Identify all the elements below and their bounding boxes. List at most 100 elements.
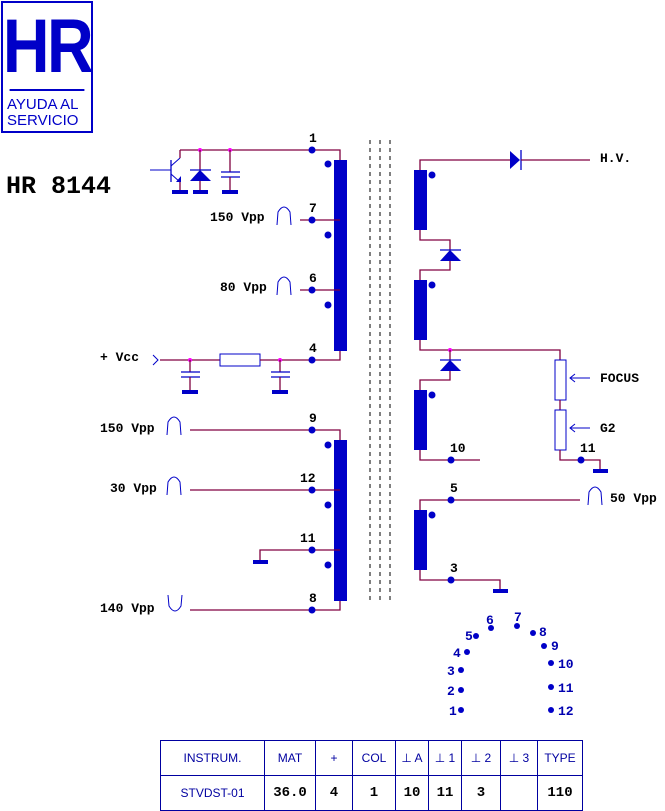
ground-icon — [593, 469, 608, 473]
logo-subtitle: AYUDA AL SERVICIO — [7, 97, 78, 129]
header-gnd-3: ⊥ 3 — [500, 740, 538, 776]
logo-mark: HR — [3, 3, 94, 91]
pin-4-label: 4 — [309, 341, 317, 356]
pinout-label-7: 7 — [514, 610, 522, 625]
value-gnd-3 — [500, 775, 538, 811]
pinout-label-2: 2 — [447, 684, 455, 699]
pin-12-dot — [308, 486, 316, 494]
phase-dot — [428, 281, 436, 289]
pinout-dot — [548, 660, 554, 666]
capacitor-icon — [181, 360, 200, 394]
pin-4-dot — [308, 356, 316, 364]
aux-winding: 5 50 Vpp 3 — [414, 481, 657, 593]
pin-6-net: 6 80 Vpp — [220, 271, 340, 296]
value-instrum: STVDST-01 — [160, 775, 265, 811]
pin-11-label: 11 — [300, 531, 316, 546]
pinout-dot — [530, 630, 536, 636]
pulse-waveform-icon — [276, 276, 292, 296]
header-gnd-1: ⊥ 1 — [428, 740, 462, 776]
logo: HR AYUDA AL SERVICIO — [1, 1, 94, 133]
ground-icon — [272, 390, 288, 394]
spec-table: INSTRUM. MAT + COL ⊥ A ⊥ 1 ⊥ 2 ⊥ 3 TYPE … — [160, 740, 583, 811]
pinout-label-9: 9 — [551, 639, 559, 654]
pin-6-dot — [308, 286, 316, 294]
damper-diode-icon — [190, 150, 211, 194]
aux-coil — [414, 510, 427, 570]
pinout-label-1: 1 — [449, 704, 457, 719]
cascade-diode-icon — [440, 249, 461, 261]
pin-10-label: 10 — [450, 441, 466, 456]
value-col: 1 — [352, 775, 396, 811]
phase-dot — [324, 231, 332, 239]
spec-table-header-row: INSTRUM. MAT + COL ⊥ A ⊥ 1 ⊥ 2 ⊥ 3 TYPE — [160, 740, 583, 776]
pin-1-net: 1 — [150, 131, 341, 194]
pin-8-voltage: 140 Vpp — [100, 601, 155, 616]
pulse-waveform-icon — [166, 416, 182, 436]
pin-4-net: + Vcc 4 — [100, 341, 341, 394]
pin-6-voltage: 80 Vpp — [220, 280, 267, 295]
primary-winding — [324, 160, 347, 351]
g2-potentiometer-icon — [554, 409, 567, 451]
secondary-coil — [334, 440, 347, 601]
capacitor-icon — [221, 150, 240, 194]
ground-icon — [193, 190, 208, 194]
hv-coil-3 — [414, 390, 427, 450]
header-instrum: INSTRUM. — [160, 740, 265, 776]
pin-11-net: 11 — [253, 531, 340, 564]
pin-3-label: 3 — [450, 561, 458, 576]
pin-7-dot — [308, 216, 316, 224]
pinout-dot — [541, 643, 547, 649]
ground-icon — [222, 190, 238, 194]
cascade-diode-icon — [440, 350, 461, 371]
pinout-dot — [548, 707, 554, 713]
pin-12-net: 12 30 Vpp — [110, 471, 340, 496]
pinout-dot — [458, 667, 464, 673]
phase-dot — [324, 561, 332, 569]
value-gnd-1: 11 — [428, 775, 462, 811]
pinout-dot — [464, 649, 470, 655]
phase-dot — [324, 301, 332, 309]
pinout-dot — [548, 684, 554, 690]
pin-9-net: 9 150 Vpp — [100, 411, 341, 440]
pin-7-net: 7 150 Vpp — [210, 201, 340, 226]
pin-11-hv-dot — [577, 456, 585, 464]
hv-diode-icon — [510, 150, 522, 170]
ground-icon — [182, 390, 198, 394]
pin-3-dot — [447, 576, 455, 584]
hv-label: H.V. — [600, 151, 631, 166]
ground-icon — [253, 560, 268, 564]
pinout-dot — [458, 687, 464, 693]
hv-section: H.V. 10 FOCUS G2 11 — [414, 150, 639, 473]
phase-dot — [428, 511, 436, 519]
phase-dot — [324, 160, 332, 168]
phase-dot — [324, 501, 332, 509]
model-title: HR 8144 — [6, 172, 112, 201]
pinout-label-8: 8 — [539, 625, 547, 640]
value-gnd-2: 3 — [461, 775, 501, 811]
transformer-core — [369, 140, 391, 600]
value-gnd-a: 10 — [395, 775, 429, 811]
phase-dot — [428, 391, 436, 399]
resistor-icon — [219, 353, 261, 367]
pinout-dot — [473, 633, 479, 639]
negative-pulse-waveform-icon — [167, 594, 183, 612]
phase-dot — [324, 441, 332, 449]
pin-9-dot — [308, 426, 316, 434]
pin-8-dot — [308, 606, 316, 614]
phase-dot — [428, 171, 436, 179]
pinout-dot — [458, 707, 464, 713]
pinout-dot — [514, 623, 520, 629]
logo-subtitle-line2: SERVICIO — [7, 112, 79, 129]
pin-9-voltage: 150 Vpp — [100, 421, 155, 436]
hv-coil-1 — [414, 170, 427, 230]
spec-table-values-row: STVDST-01 36.0 4 1 10 11 3 110 — [160, 775, 583, 811]
ground-icon — [493, 589, 508, 593]
header-gnd-2: ⊥ 2 — [461, 740, 501, 776]
vcc-label: + Vcc — [100, 350, 139, 365]
pin-5-dot — [447, 496, 455, 504]
pulse-waveform-icon — [166, 476, 182, 496]
pin-11-dot — [308, 546, 316, 554]
pin-1-label: 1 — [309, 131, 317, 146]
value-mat: 36.0 — [264, 775, 316, 811]
g2-label: G2 — [600, 421, 616, 436]
